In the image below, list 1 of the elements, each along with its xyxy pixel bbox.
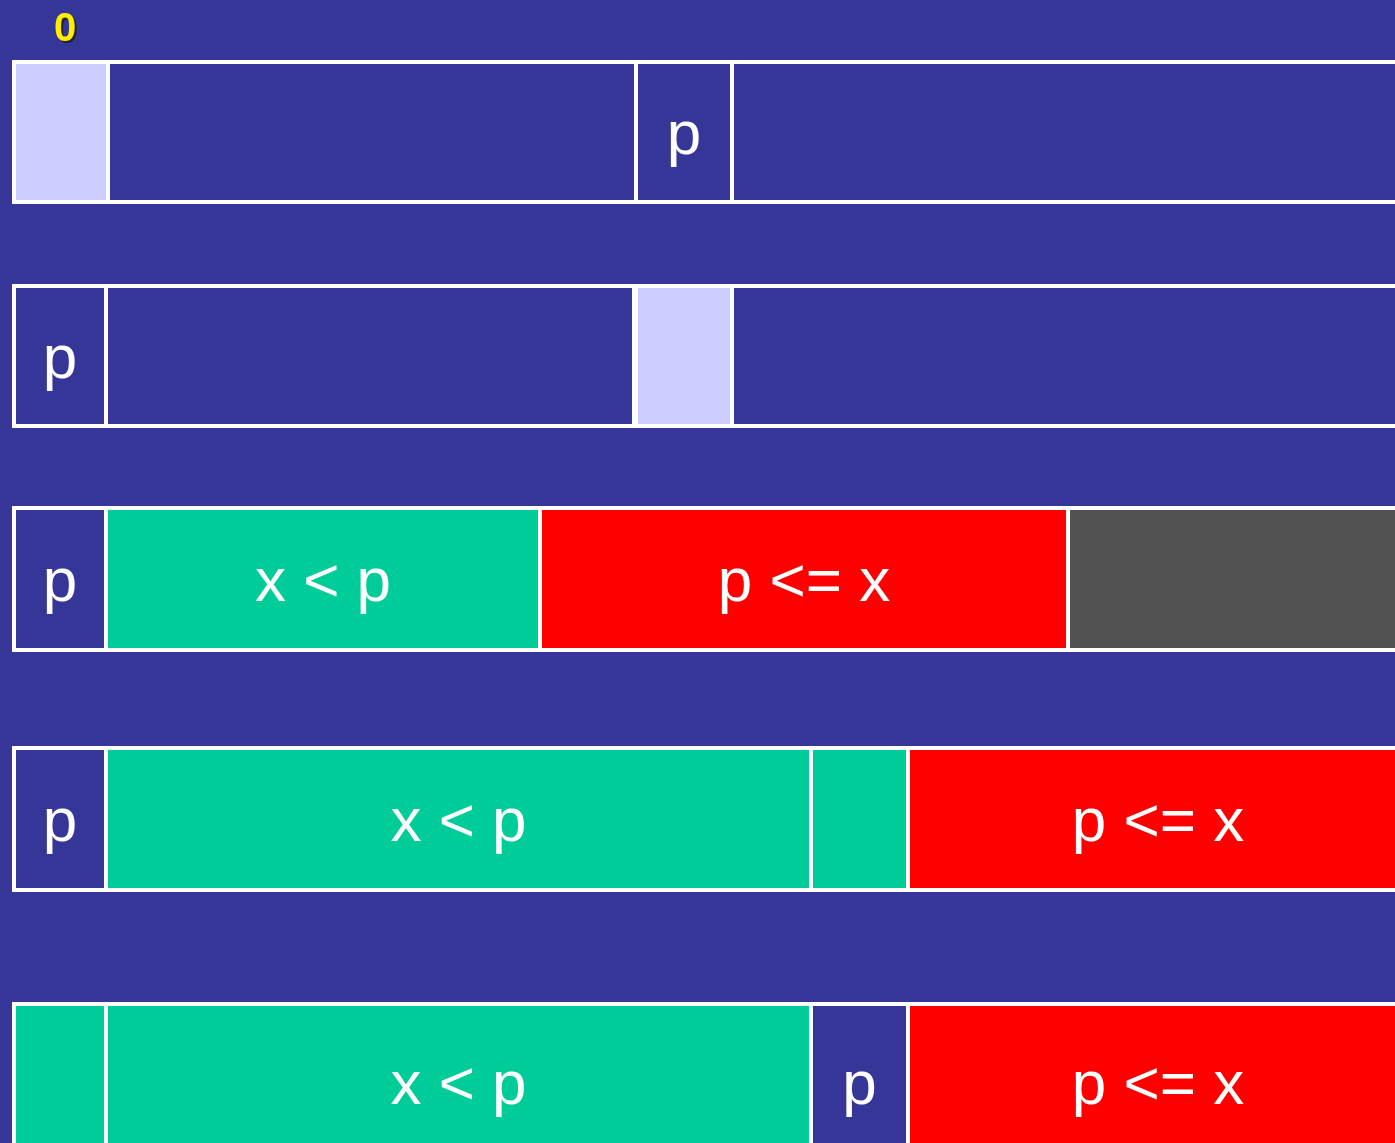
index-label: 0 [54, 5, 77, 50]
